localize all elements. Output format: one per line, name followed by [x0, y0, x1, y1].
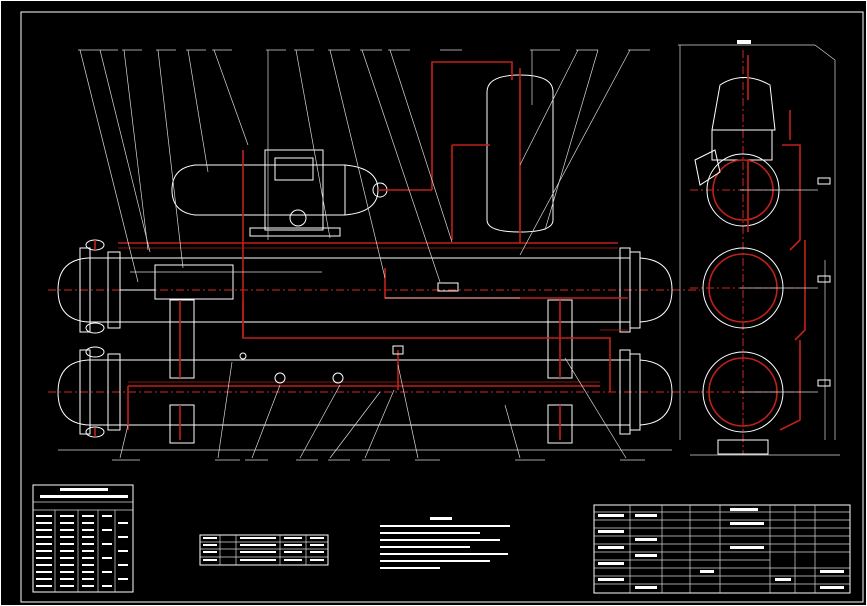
compressor — [171, 149, 388, 237]
piping-front — [118, 61, 628, 440]
upper-shell — [57, 247, 673, 379]
oil-separator — [486, 68, 554, 233]
spec-table — [199, 534, 329, 566]
left-nozzles — [85, 239, 105, 438]
front-elevation-view — [48, 49, 700, 461]
leader-lines — [58, 49, 672, 461]
parts-list-table — [32, 484, 134, 593]
lower-shell — [57, 349, 673, 444]
side-view — [678, 40, 840, 456]
technical-notes — [380, 517, 510, 569]
title-block — [593, 504, 851, 594]
